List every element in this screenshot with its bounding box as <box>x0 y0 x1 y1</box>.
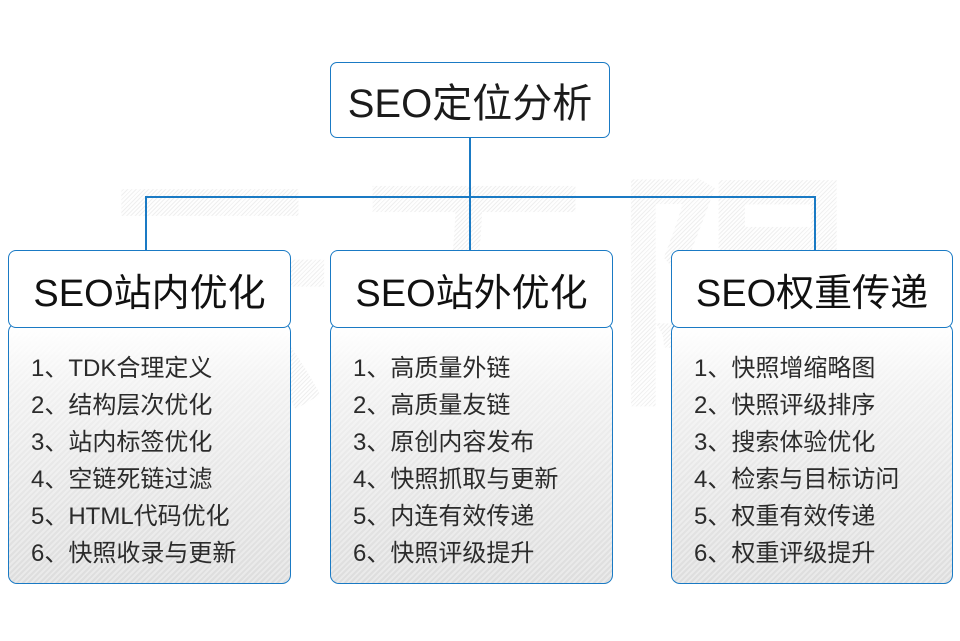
list-item: 1、TDK合理定义 <box>31 355 213 382</box>
list-item: 2、快照评级排序 <box>694 392 876 419</box>
list-item: 2、结构层次优化 <box>31 392 213 419</box>
list-item: 1、快照增缩略图 <box>694 355 876 382</box>
list-item: 6、权重评级提升 <box>694 540 876 567</box>
branch-item-list: 1、TDK合理定义 2、结构层次优化 3、站内标签优化 4、空链死链过滤 5、H… <box>9 350 290 572</box>
connector-branch-left <box>145 196 147 252</box>
branch-header-seo-weight[interactable]: SEO权重传递 <box>671 250 953 328</box>
branch-header-seo-onsite[interactable]: SEO站内优化 <box>8 250 291 328</box>
list-item: 2、高质量友链 <box>353 392 511 419</box>
list-item: 5、HTML代码优化 <box>31 503 230 530</box>
branch-header-label: SEO站内优化 <box>33 272 266 315</box>
list-item: 4、空链死链过滤 <box>31 466 213 493</box>
connector-root-vertical <box>469 138 471 198</box>
branch-body-seo-offsite: 1、高质量外链 2、高质量友链 3、原创内容发布 4、快照抓取与更新 5、内连有… <box>330 323 613 584</box>
branch-item-list: 1、高质量外链 2、高质量友链 3、原创内容发布 4、快照抓取与更新 5、内连有… <box>331 350 612 572</box>
root-node[interactable]: SEO定位分析 <box>330 62 610 138</box>
branch-body-seo-weight: 1、快照增缩略图 2、快照评级排序 3、搜索体验优化 4、检索与目标访问 5、权… <box>671 323 953 584</box>
list-item: 4、检索与目标访问 <box>694 466 900 493</box>
list-item: 3、站内标签优化 <box>31 429 213 456</box>
branch-item-list: 1、快照增缩略图 2、快照评级排序 3、搜索体验优化 4、检索与目标访问 5、权… <box>672 350 952 572</box>
branch-column-seo-offsite: SEO站外优化 1、高质量外链 2、高质量友链 3、原创内容发布 4、快照抓取与… <box>330 250 613 584</box>
list-item: 5、内连有效传递 <box>353 503 535 530</box>
branch-header-label: SEO权重传递 <box>695 272 929 315</box>
connector-horizontal-bus <box>145 196 816 198</box>
branch-column-seo-onsite: SEO站内优化 1、TDK合理定义 2、结构层次优化 3、站内标签优化 4、空链… <box>8 250 291 584</box>
list-item: 6、快照评级提升 <box>353 540 535 567</box>
list-item: 6、快照收录与更新 <box>31 540 237 567</box>
list-item: 1、高质量外链 <box>353 355 511 382</box>
branch-column-seo-weight: SEO权重传递 1、快照增缩略图 2、快照评级排序 3、搜索体验优化 4、检索与… <box>671 250 953 584</box>
list-item: 5、权重有效传递 <box>694 503 876 530</box>
list-item: 3、搜索体验优化 <box>694 429 876 456</box>
list-item: 3、原创内容发布 <box>353 429 535 456</box>
list-item: 4、快照抓取与更新 <box>353 466 559 493</box>
branch-header-label: SEO站外优化 <box>355 272 588 315</box>
root-node-label: SEO定位分析 <box>347 82 593 126</box>
connector-branch-right <box>814 196 816 252</box>
branch-header-seo-offsite[interactable]: SEO站外优化 <box>330 250 613 328</box>
branch-body-seo-onsite: 1、TDK合理定义 2、结构层次优化 3、站内标签优化 4、空链死链过滤 5、H… <box>8 323 291 584</box>
connector-branch-middle <box>469 196 471 252</box>
